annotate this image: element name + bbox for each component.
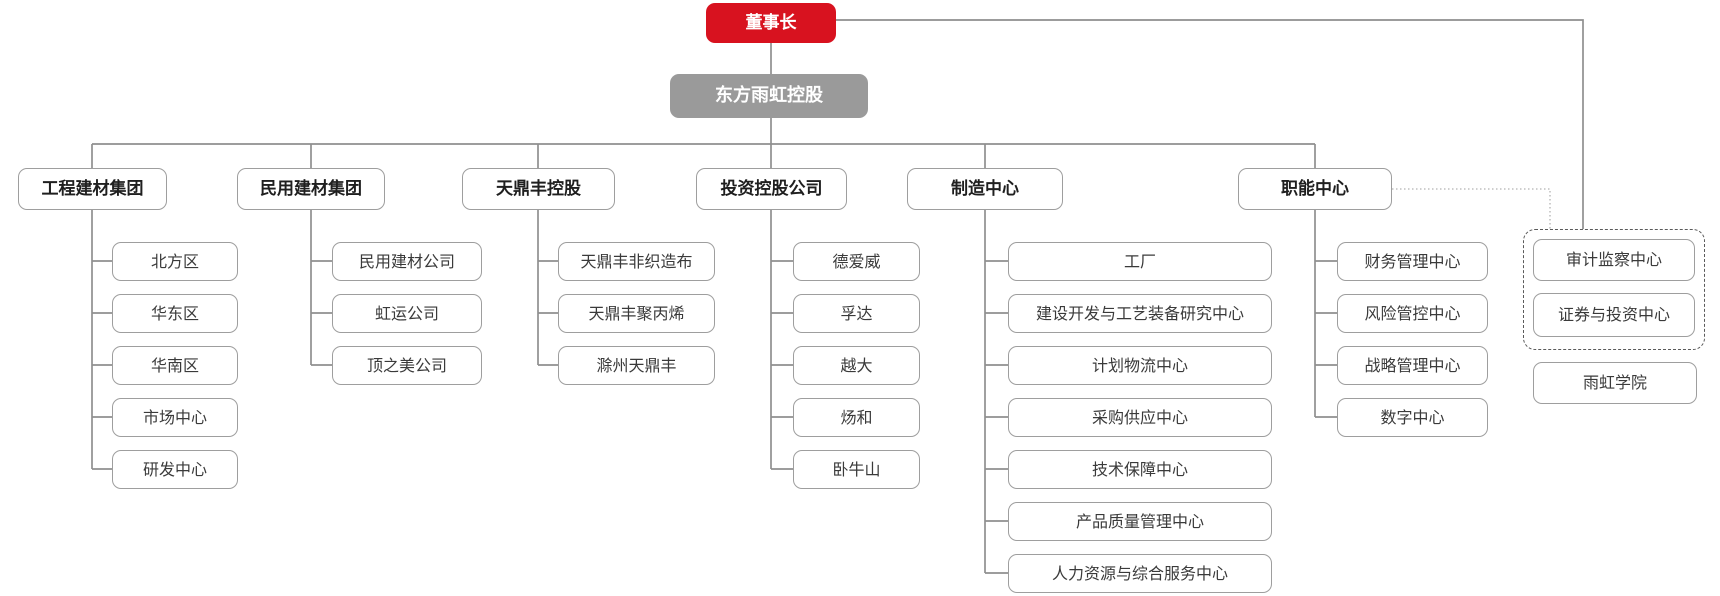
child-node: 研发中心: [112, 450, 238, 489]
child-node: 顶之美公司: [332, 346, 482, 385]
child-node: 市场中心: [112, 398, 238, 437]
child-node: 北方区: [112, 242, 238, 281]
child-node: 虹运公司: [332, 294, 482, 333]
node-securities-investment-center: 证券与投资中心: [1533, 293, 1695, 337]
branch-node-investment-holding: 投资控股公司: [696, 168, 847, 210]
node-holding-company: 东方雨虹控股: [670, 74, 868, 118]
child-node: 数字中心: [1337, 398, 1488, 437]
child-node: 产品质量管理中心: [1008, 502, 1272, 541]
child-node: 工厂: [1008, 242, 1272, 281]
child-node: 天鼎丰非织造布: [558, 242, 715, 281]
node-chairman: 董事长: [706, 3, 836, 43]
branch-node-functional-center: 职能中心: [1238, 168, 1392, 210]
child-node: 卧牛山: [793, 450, 920, 489]
node-audit-supervision-center: 审计监察中心: [1533, 239, 1695, 281]
node-yuhong-academy: 雨虹学院: [1533, 362, 1697, 404]
branch-node-civil-materials: 民用建材集团: [237, 168, 385, 210]
child-node: 滁州天鼎丰: [558, 346, 715, 385]
child-node: 炀和: [793, 398, 920, 437]
child-node: 财务管理中心: [1337, 242, 1488, 281]
child-node: 风险管控中心: [1337, 294, 1488, 333]
child-node: 天鼎丰聚丙烯: [558, 294, 715, 333]
child-node: 技术保障中心: [1008, 450, 1272, 489]
child-node: 越大: [793, 346, 920, 385]
child-node: 华东区: [112, 294, 238, 333]
branch-node-manufacturing-center: 制造中心: [907, 168, 1063, 210]
child-node: 德爱威: [793, 242, 920, 281]
child-node: 采购供应中心: [1008, 398, 1272, 437]
child-node: 华南区: [112, 346, 238, 385]
child-node: 民用建材公司: [332, 242, 482, 281]
child-node: 计划物流中心: [1008, 346, 1272, 385]
child-node: 孚达: [793, 294, 920, 333]
branch-node-engineering-materials: 工程建材集团: [18, 168, 167, 210]
child-node: 建设开发与工艺装备研究中心: [1008, 294, 1272, 333]
child-node: 人力资源与综合服务中心: [1008, 554, 1272, 593]
branch-node-tiandingfeng: 天鼎丰控股: [462, 168, 615, 210]
child-node: 战略管理中心: [1337, 346, 1488, 385]
